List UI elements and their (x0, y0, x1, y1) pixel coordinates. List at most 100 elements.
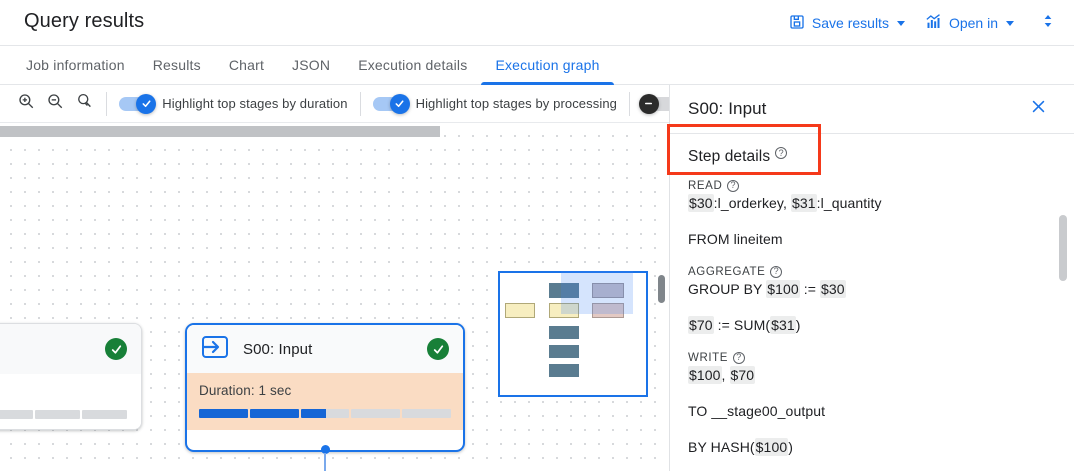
graph-minimap[interactable] (498, 271, 648, 397)
tab-chart[interactable]: Chart (228, 57, 265, 73)
chevron-down-icon (1006, 20, 1014, 26)
aggregate-line-1: GROUP BY $100 := $30 (688, 280, 1050, 299)
token: $100 (688, 366, 722, 384)
bar-segment (199, 409, 248, 418)
write-label: WRITE (688, 352, 729, 364)
execution-graph-canvas[interactable]: S00: Input Duration: 1 sec (0, 123, 668, 471)
toggle-knob (136, 93, 157, 114)
write-line-2: TO __stage00_output (688, 403, 826, 419)
toolbar-divider (106, 91, 108, 116)
graph-node-s00-input[interactable]: S00: Input Duration: 1 sec (185, 323, 465, 452)
open-in-button[interactable]: Open in (917, 8, 1022, 39)
node-body: Duration: 1 sec (187, 373, 463, 430)
tab-job-information[interactable]: Job information (26, 57, 125, 73)
header-actions: Save results Open in (781, 0, 1064, 46)
node-progress-bar (199, 409, 451, 418)
text: , (721, 367, 730, 383)
minimap-node (549, 326, 579, 339)
close-panel-button[interactable] (1024, 95, 1052, 123)
text: :l_quantity (816, 195, 882, 211)
toggle-knob (638, 93, 659, 114)
panel-vertical-scrollbar[interactable] (1059, 215, 1067, 281)
save-icon (789, 14, 805, 33)
bar-segment (402, 409, 451, 418)
expand-collapse-button[interactable] (1032, 7, 1064, 39)
open-in-label: Open in (948, 15, 998, 31)
zoom-out-icon (46, 92, 64, 115)
input-arrow-icon (201, 334, 229, 365)
save-results-label: Save results (811, 15, 889, 31)
canvas-horizontal-scrollbar[interactable] (0, 126, 440, 137)
tab-execution-graph[interactable]: Execution graph (481, 46, 614, 85)
chevron-down-icon (896, 20, 905, 26)
canvas-vertical-scrollbar[interactable] (658, 275, 665, 303)
toolbar-divider (628, 91, 630, 116)
toggle-label-processing: Highlight top stages by processing (415, 96, 617, 111)
zoom-in-icon (17, 92, 35, 115)
toolbar-divider (359, 91, 361, 116)
zoom-reset-button[interactable] (70, 89, 99, 119)
text: :l_orderkey, (713, 195, 791, 211)
tab-bar: Job information Results Chart JSON Execu… (0, 46, 1074, 85)
text: := SUM( (713, 317, 771, 333)
zoom-reset-icon (75, 92, 93, 115)
tab-results[interactable]: Results (152, 57, 201, 73)
bar-segment (249, 409, 299, 418)
save-results-button[interactable]: Save results (781, 8, 913, 39)
page-header: Query results Save results (0, 0, 1074, 46)
toggle-third[interactable] (638, 93, 680, 114)
panel-divider (670, 133, 1074, 134)
aggregate-keyword: AGGREGATE ? (688, 265, 1050, 278)
text: ) (788, 439, 793, 455)
node-duration (0, 384, 127, 399)
zoom-out-button[interactable] (41, 89, 70, 119)
help-icon[interactable]: ? (733, 351, 746, 364)
toggle-switch-processing[interactable] (372, 93, 410, 114)
tab-execution-details[interactable]: Execution details (358, 57, 468, 73)
zoom-in-button[interactable] (12, 89, 41, 119)
node-duration: Duration: 1 sec (199, 383, 292, 398)
aggregate-label: AGGREGATE (688, 266, 766, 278)
text: BY HASH( (688, 439, 755, 455)
bar-segment (82, 410, 127, 419)
bar-segment (300, 409, 350, 418)
bar-segment (0, 410, 34, 419)
toggle-knob (389, 93, 410, 114)
close-icon (1030, 98, 1047, 120)
toggle-highlight-processing[interactable]: Highlight top stages by processing (369, 93, 621, 114)
minimap-node (592, 303, 624, 318)
help-icon[interactable]: ? (775, 147, 788, 159)
unfold-more-icon (1040, 12, 1056, 35)
toggle-switch-third[interactable] (638, 93, 676, 114)
toggle-switch-duration[interactable] (119, 93, 157, 114)
edge-source-dot (321, 445, 330, 454)
node-header (0, 324, 141, 374)
text: GROUP BY (688, 281, 767, 297)
token: $31 (770, 316, 796, 334)
graph-toolbar: Highlight top stages by duration Highlig… (0, 85, 680, 123)
status-complete-icon (427, 338, 449, 360)
read-keyword: READ ? (688, 179, 1050, 192)
step-details-panel: S00: Input Step details ? READ ? $30:l_o… (669, 85, 1074, 471)
edge-line (324, 453, 326, 471)
help-icon[interactable]: ? (770, 265, 783, 278)
node-progress-bar (0, 410, 127, 419)
token: $31 (790, 194, 817, 212)
aggregate-line-2: $70 := SUM($31) (688, 316, 1050, 335)
panel-content: Step details ? READ ? $30:l_orderkey, $3… (670, 134, 1074, 471)
read-line-1: $30:l_orderkey, $31:l_quantity (688, 194, 1050, 213)
node-header: S00: Input (187, 325, 463, 373)
help-icon[interactable]: ? (727, 179, 740, 192)
toggle-label-duration: Highlight top stages by duration (162, 96, 348, 111)
node-title: S00: Input (243, 340, 313, 358)
minimap-viewport[interactable] (561, 271, 633, 314)
bar-segment (35, 410, 81, 419)
toggle-highlight-duration[interactable]: Highlight top stages by duration (115, 93, 351, 114)
tab-json[interactable]: JSON (292, 57, 331, 73)
write-line-1: $100, $70 (688, 366, 1050, 385)
write-keyword: WRITE ? (688, 351, 1050, 364)
graph-node-partial-top[interactable] (0, 323, 142, 430)
minimap-node (549, 303, 579, 318)
minimap-node (549, 345, 579, 358)
step-details-label: Step details (688, 148, 771, 165)
